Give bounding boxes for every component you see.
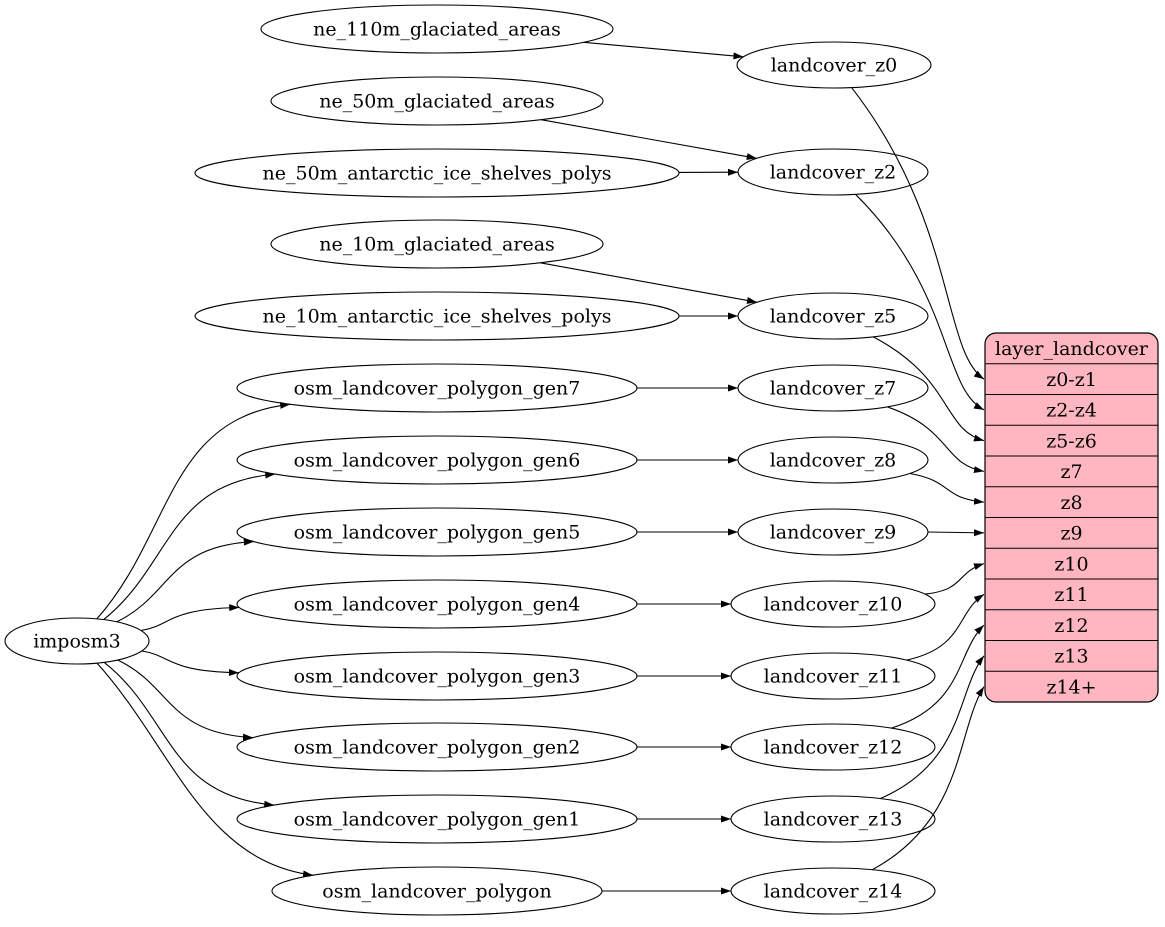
node-osm-landcover-polygon-gen3-label: osm_landcover_polygon_gen3 — [294, 666, 581, 688]
node-imposm3-label: imposm3 — [33, 631, 121, 653]
node-ne-50m-glaciated-areas: ne_50m_glaciated_areas — [271, 77, 603, 125]
node-landcover-z2-label: landcover_z2 — [770, 162, 897, 184]
node-landcover-z0-label: landcover_z0 — [771, 55, 898, 77]
table-row-z0-z1: z0-z1 — [1046, 369, 1097, 391]
nodes-layer: imposm3 ne_110m_glaciated_areas ne_50m_gla… — [5, 5, 935, 915]
node-ne-50m-antarctic-ice-shelves-polys: ne_50m_antarctic_ice_shelves_polys — [195, 149, 679, 197]
node-osm-landcover-polygon-gen6: osm_landcover_polygon_gen6 — [237, 436, 637, 484]
table-row-z13: z13 — [1054, 646, 1088, 668]
node-osm-landcover-polygon-gen2-label: osm_landcover_polygon_gen2 — [294, 737, 581, 759]
node-ne-50m-glaciated-areas-label: ne_50m_glaciated_areas — [319, 91, 555, 113]
node-osm-landcover-polygon-gen5-label: osm_landcover_polygon_gen5 — [294, 522, 581, 544]
table-row-z7: z7 — [1060, 461, 1082, 483]
node-landcover-z8-label: landcover_z8 — [770, 450, 897, 472]
node-landcover-z12: landcover_z12 — [731, 724, 935, 770]
node-landcover-z5: landcover_z5 — [738, 293, 928, 339]
table-row-z8: z8 — [1060, 492, 1082, 514]
edge-landcover-z8-to-row-z8 — [910, 474, 984, 503]
node-osm-landcover-polygon: osm_landcover_polygon — [272, 867, 602, 915]
edge-landcover-z14-to-row-z14plus — [872, 687, 984, 870]
node-osm-landcover-polygon-gen4: osm_landcover_polygon_gen4 — [237, 580, 637, 628]
node-landcover-z7-label: landcover_z7 — [770, 378, 897, 400]
edge-imposm3-to-osm-landcover-polygon-gen7 — [97, 404, 290, 619]
node-osm-landcover-polygon-gen5: osm_landcover_polygon_gen5 — [237, 508, 637, 556]
node-osm-landcover-polygon-gen6-label: osm_landcover_polygon_gen6 — [294, 450, 581, 472]
node-ne-10m-glaciated-areas: ne_10m_glaciated_areas — [271, 220, 603, 268]
table-row-z10: z10 — [1054, 553, 1088, 575]
edge-landcover-z10-to-row-z10 — [925, 564, 984, 594]
table-layer-landcover: layer_landcover z0-z1 z2-z4 z5-z6 z7 z8 z9 z10 z… — [985, 333, 1158, 702]
node-landcover-z11: landcover_z11 — [731, 653, 935, 699]
node-osm-landcover-polygon-gen3: osm_landcover_polygon_gen3 — [237, 652, 637, 700]
node-ne-10m-glaciated-areas-label: ne_10m_glaciated_areas — [319, 234, 555, 256]
node-landcover-z5-label: landcover_z5 — [770, 306, 897, 328]
node-landcover-z14: landcover_z14 — [731, 868, 935, 914]
node-ne-10m-antarctic-ice-shelves-polys-label: ne_10m_antarctic_ice_shelves_polys — [263, 306, 612, 328]
node-osm-landcover-polygon-gen1-label: osm_landcover_polygon_gen1 — [294, 809, 581, 831]
edge-imposm3-to-osm-landcover-polygon-gen5 — [117, 542, 254, 622]
table-row-z5-z6: z5-z6 — [1046, 430, 1097, 452]
node-landcover-z7: landcover_z7 — [738, 365, 928, 411]
node-landcover-z14-label: landcover_z14 — [764, 881, 903, 903]
edge-imposm3-to-osm-landcover-polygon — [97, 663, 313, 875]
edge-landcover-z9-to-row-z9 — [928, 532, 984, 533]
node-ne-110m-glaciated-areas: ne_110m_glaciated_areas — [261, 5, 613, 53]
node-imposm3: imposm3 — [5, 618, 149, 664]
node-landcover-z8: landcover_z8 — [738, 437, 928, 483]
node-landcover-z13-label: landcover_z13 — [764, 809, 903, 831]
node-osm-landcover-polygon-gen7: osm_landcover_polygon_gen7 — [237, 364, 637, 412]
node-landcover-z10-label: landcover_z10 — [764, 594, 903, 616]
node-landcover-z9: landcover_z9 — [738, 509, 928, 555]
edge-imposm3-to-osm-landcover-polygon-gen2 — [118, 660, 253, 738]
node-landcover-z2: landcover_z2 — [738, 149, 928, 195]
table-title: layer_landcover — [995, 338, 1149, 360]
table-row-z11: z11 — [1054, 584, 1088, 606]
node-osm-landcover-polygon-gen2: osm_landcover_polygon_gen2 — [237, 723, 637, 771]
table-row-z2-z4: z2-z4 — [1046, 400, 1097, 422]
edge-imposm3-to-osm-landcover-polygon-gen4 — [141, 608, 239, 631]
node-landcover-z9-label: landcover_z9 — [770, 522, 897, 544]
node-osm-landcover-polygon-gen4-label: osm_landcover_polygon_gen4 — [294, 594, 581, 616]
node-landcover-z0: landcover_z0 — [737, 42, 931, 88]
edge-ne-50m-glaciated-areas-to-landcover-z2 — [541, 120, 757, 159]
node-osm-landcover-polygon-label: osm_landcover_polygon — [322, 881, 551, 903]
node-osm-landcover-polygon-gen1: osm_landcover_polygon_gen1 — [237, 795, 637, 843]
table-row-z14plus: z14+ — [1046, 676, 1096, 698]
edge-ne-110m-glaciated-areas-to-landcover-z0 — [584, 42, 744, 57]
node-ne-110m-glaciated-areas-label: ne_110m_glaciated_areas — [313, 19, 561, 41]
node-osm-landcover-polygon-gen7-label: osm_landcover_polygon_gen7 — [294, 378, 581, 400]
table-row-z12: z12 — [1054, 615, 1088, 637]
node-landcover-z12-label: landcover_z12 — [764, 737, 903, 759]
node-landcover-z13: landcover_z13 — [731, 796, 935, 842]
node-landcover-z11-label: landcover_z11 — [764, 666, 903, 688]
edge-imposm3-to-osm-landcover-polygon-gen3 — [142, 651, 239, 673]
table-row-z9: z9 — [1060, 523, 1082, 545]
node-ne-10m-antarctic-ice-shelves-polys: ne_10m_antarctic_ice_shelves_polys — [195, 292, 679, 340]
node-ne-50m-antarctic-ice-shelves-polys-label: ne_50m_antarctic_ice_shelves_polys — [263, 163, 612, 185]
node-landcover-z10: landcover_z10 — [731, 581, 935, 627]
